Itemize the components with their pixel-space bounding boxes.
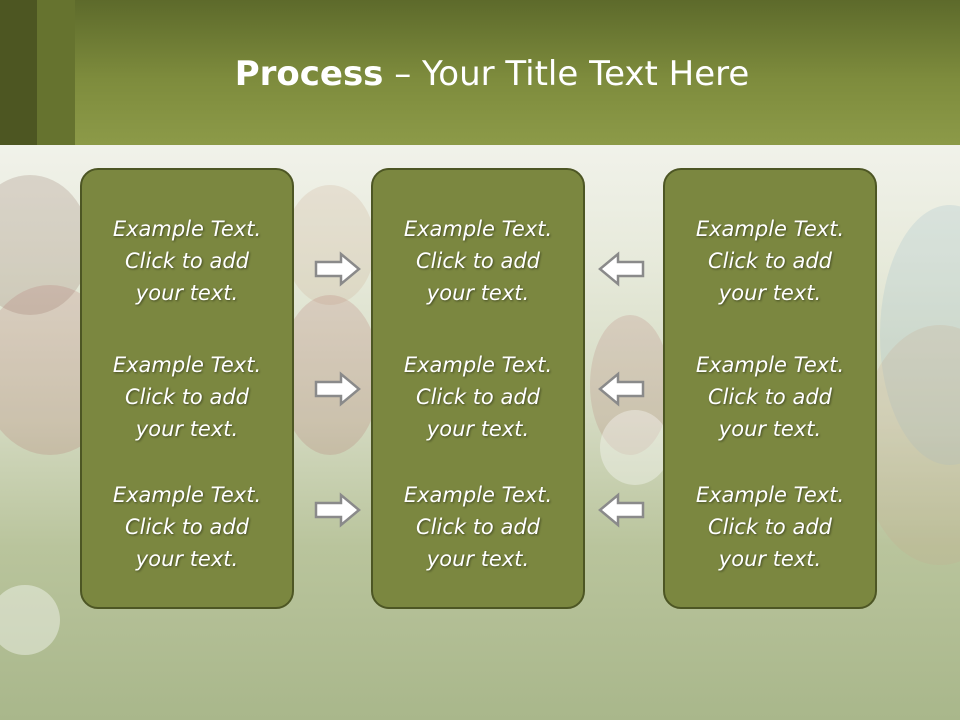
photo-shape	[285, 185, 375, 305]
text-line: Click to add	[707, 515, 832, 539]
text-line: Example Text.	[695, 217, 845, 241]
text-line: Example Text.	[112, 353, 262, 377]
text-block[interactable]: Example Text. Click to add your text.	[665, 213, 875, 309]
text-line: your text.	[426, 417, 530, 441]
photo-shape	[600, 410, 670, 485]
text-block[interactable]: Example Text. Click to add your text.	[665, 349, 875, 445]
text-block[interactable]: Example Text. Click to add your text.	[82, 479, 292, 575]
text-line: Example Text.	[403, 217, 553, 241]
text-line: Click to add	[707, 249, 832, 273]
text-block[interactable]: Example Text. Click to add your text.	[373, 479, 583, 575]
text-line: Example Text.	[695, 353, 845, 377]
arrow-right-icon	[314, 251, 361, 287]
photo-shape	[0, 585, 60, 655]
text-block[interactable]: Example Text. Click to add your text.	[82, 349, 292, 445]
text-line: Click to add	[415, 249, 540, 273]
slide-title[interactable]: Process – Your Title Text Here	[0, 54, 960, 94]
text-line: Example Text.	[403, 483, 553, 507]
text-line: Example Text.	[695, 483, 845, 507]
text-line: Click to add	[124, 385, 249, 409]
text-block[interactable]: Example Text. Click to add your text.	[665, 479, 875, 575]
text-panel-center: Example Text. Click to add your text. Ex…	[371, 168, 585, 609]
text-line: Example Text.	[112, 483, 262, 507]
text-block[interactable]: Example Text. Click to add your text.	[373, 213, 583, 309]
text-panel-left: Example Text. Click to add your text. Ex…	[80, 168, 294, 609]
text-block[interactable]: Example Text. Click to add your text.	[82, 213, 292, 309]
text-line: Click to add	[707, 385, 832, 409]
text-line: your text.	[135, 417, 239, 441]
text-line: your text.	[718, 547, 822, 571]
arrow-left-icon	[598, 492, 645, 528]
text-line: Example Text.	[403, 353, 553, 377]
text-line: your text.	[718, 417, 822, 441]
text-line: your text.	[426, 281, 530, 305]
slide-title-rest: – Your Title Text Here	[383, 54, 750, 94]
arrow-left-icon	[598, 371, 645, 407]
text-line: Click to add	[124, 515, 249, 539]
arrow-right-icon	[314, 371, 361, 407]
text-line: Click to add	[415, 515, 540, 539]
text-line: Example Text.	[112, 217, 262, 241]
accent-bar-dark	[0, 0, 37, 145]
text-line: your text.	[426, 547, 530, 571]
text-line: Click to add	[415, 385, 540, 409]
text-line: your text.	[135, 281, 239, 305]
text-line: Click to add	[124, 249, 249, 273]
text-panel-right: Example Text. Click to add your text. Ex…	[663, 168, 877, 609]
slide-title-bold: Process	[234, 54, 384, 94]
photo-shape	[280, 295, 380, 455]
text-line: your text.	[135, 547, 239, 571]
text-block[interactable]: Example Text. Click to add your text.	[373, 349, 583, 445]
arrow-left-icon	[598, 251, 645, 287]
title-banner: Process – Your Title Text Here	[0, 0, 960, 145]
accent-bar-light	[37, 0, 75, 145]
text-line: your text.	[718, 281, 822, 305]
arrow-right-icon	[314, 492, 361, 528]
